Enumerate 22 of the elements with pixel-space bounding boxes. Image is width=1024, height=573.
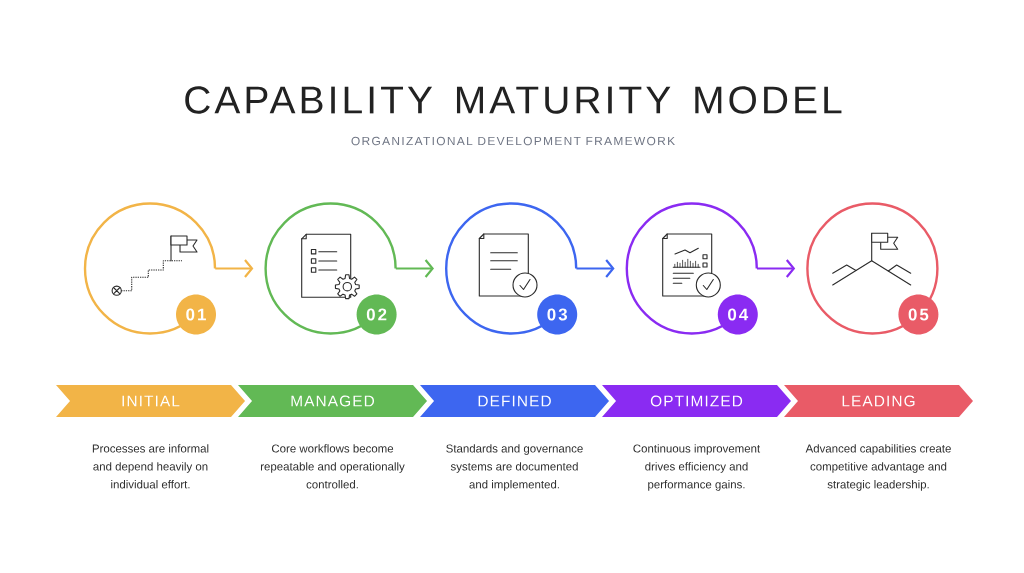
- stage-description: Processes are informal and depend heavily on individual effort.: [92, 444, 209, 489]
- stage-description: Standards and governance systems are documented and implemented.: [446, 444, 583, 491]
- ring: [445, 202, 578, 335]
- ring: [83, 202, 217, 335]
- arrow: [395, 259, 434, 278]
- ring: [806, 202, 939, 335]
- arrow: [757, 259, 796, 278]
- arrow: [215, 259, 254, 278]
- stage-banner: DEFINED: [420, 385, 609, 417]
- stage-description: Advanced capabilities create competitive advantage and strategic leadership.: [805, 444, 951, 491]
- stage-banner: MANAGED: [238, 385, 427, 417]
- ring: [264, 202, 397, 335]
- stage-banner: INITIAL: [56, 385, 245, 417]
- arrow: [576, 259, 615, 278]
- stage-banner: LEADING: [784, 385, 973, 417]
- subtitle: ORGANIZATIONAL DEVELOPMENT FRAMEWORK: [351, 136, 675, 146]
- title: CAPABILITY MATURITY MODEL: [185, 86, 842, 114]
- stage-banner: OPTIMIZED: [602, 385, 791, 417]
- stage-description: Continuous improvement drives efficiency and performance gains.: [633, 444, 761, 491]
- number-badge: 05: [898, 294, 939, 335]
- stage-description: Core workflows become repeatable and operationally controlled.: [261, 444, 405, 489]
- ring: [625, 202, 758, 335]
